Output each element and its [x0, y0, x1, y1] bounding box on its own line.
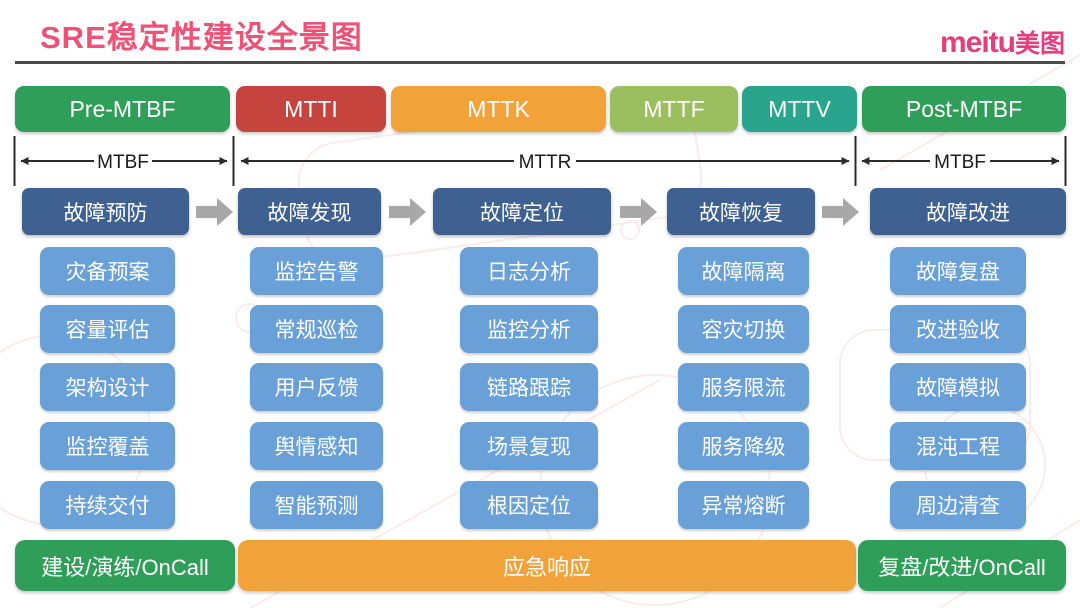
logo-latin-text: meitu	[939, 26, 1016, 59]
task-item: 混沌工程	[890, 422, 1026, 470]
task-item: 架构设计	[40, 363, 175, 411]
phase-pill-pre-mtbf: Pre-MTBF	[15, 86, 230, 132]
task-item: 监控告警	[250, 247, 383, 295]
task-item: 周边清查	[890, 481, 1026, 529]
logo-cjk-text: 美图	[1014, 30, 1065, 58]
task-item: 用户反馈	[250, 363, 383, 411]
task-item: 根因定位	[460, 481, 598, 529]
timeline-label-mtbf-right: MTBF	[934, 152, 986, 173]
task-item: 故障模拟	[890, 363, 1026, 411]
header-fault-recovery: 故障恢复	[667, 188, 815, 235]
phase-pill-mttk: MTTK	[391, 86, 606, 132]
header-fault-improvement: 故障改进	[870, 188, 1066, 235]
task-item: 持续交付	[40, 481, 175, 529]
phase-pill-mttv: MTTV	[742, 86, 857, 132]
task-item: 改进验收	[890, 305, 1026, 353]
phase-pill-mtti: MTTI	[236, 86, 386, 132]
header-fault-prevention: 故障预防	[22, 188, 189, 235]
task-item: 故障隔离	[678, 247, 809, 295]
header-fault-localization: 故障定位	[433, 188, 611, 235]
page-title: SRE稳定性建设全景图	[40, 20, 363, 55]
task-item: 容量评估	[40, 305, 175, 353]
task-item: 监控覆盖	[40, 422, 175, 470]
footer-band-emergency-response: 应急响应	[238, 540, 856, 591]
task-item: 日志分析	[460, 247, 598, 295]
task-item: 监控分析	[460, 305, 598, 353]
footer-band-build-drill-oncall: 建设/演练/OnCall	[15, 540, 235, 591]
task-item: 容灾切换	[678, 305, 809, 353]
task-item: 常规巡检	[250, 305, 383, 353]
task-item: 智能预测	[250, 481, 383, 529]
right-arrow-icon	[620, 198, 657, 226]
phase-pill-post-mtbf: Post-MTBF	[862, 86, 1066, 132]
meitu-logo: meitu美图	[0, 24, 1065, 60]
timeline-span-diagram: MTBF MTTR MTBF	[13, 136, 1067, 186]
task-item: 舆情感知	[250, 422, 383, 470]
task-item: 链路跟踪	[460, 363, 598, 411]
task-item: 场景复现	[460, 422, 598, 470]
task-item: 服务降级	[678, 422, 809, 470]
title-divider	[15, 61, 1065, 64]
right-arrow-icon	[822, 198, 859, 226]
footer-band-review-improve-oncall: 复盘/改进/OnCall	[858, 540, 1066, 591]
timeline-label-mttr: MTTR	[519, 152, 572, 173]
task-item: 服务限流	[678, 363, 809, 411]
phase-pill-mttf: MTTF	[610, 86, 738, 132]
task-item: 故障复盘	[890, 247, 1026, 295]
task-item: 灾备预案	[40, 247, 175, 295]
task-item: 异常熔断	[678, 481, 809, 529]
timeline-label-mtbf-left: MTBF	[97, 152, 149, 173]
header-fault-discovery: 故障发现	[238, 188, 381, 235]
right-arrow-icon	[389, 198, 426, 226]
right-arrow-icon	[196, 198, 233, 226]
